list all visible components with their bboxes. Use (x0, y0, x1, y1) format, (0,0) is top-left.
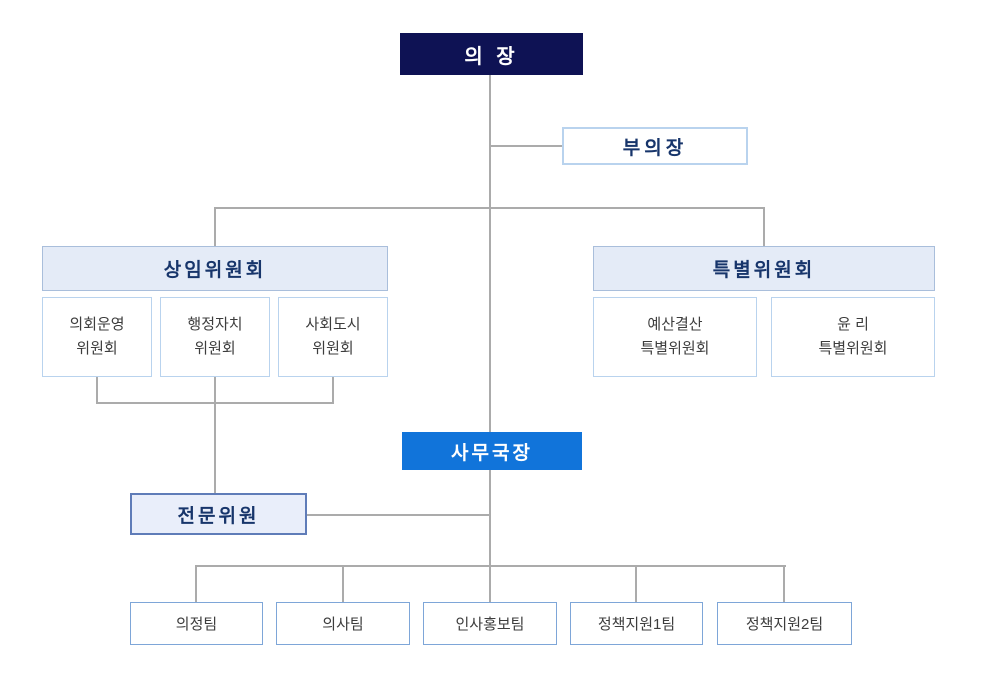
connector-team5-stub (783, 565, 785, 602)
node-team-hr-pr: 인사홍보팀 (423, 602, 557, 645)
node-label-line1: 윤 리 (837, 316, 869, 333)
node-standing-committee: 상임위원회 (42, 246, 388, 291)
connector-sub1-stub (96, 377, 98, 404)
node-secretary-general: 사무국장 (402, 432, 582, 470)
node-team-proceedings: 의사팀 (276, 602, 410, 645)
node-standing-sub-administration: 행정자치 위원회 (160, 297, 270, 377)
node-chairman: 의 장 (400, 33, 583, 75)
node-special-sub-ethics: 윤 리 특별위원회 (771, 297, 935, 377)
node-team-policy-support-2: 정책지원2팀 (717, 602, 852, 645)
connector-sub2-drop (214, 377, 216, 493)
connector-standing-drop (214, 207, 216, 246)
node-label-line1: 의회운영 (69, 316, 125, 333)
connector-vice-chairman (489, 145, 562, 147)
node-team-policy-support-1: 정책지원1팀 (570, 602, 703, 645)
node-label-line1: 사회도시 (305, 316, 361, 333)
node-label-line2: 위원회 (76, 340, 118, 357)
connector-main-vertical (489, 75, 491, 566)
connector-team2-stub (342, 565, 344, 602)
node-special-committee: 특별위원회 (593, 246, 935, 291)
node-label-line1: 예산결산 (647, 316, 703, 333)
connector-team4-stub (635, 565, 637, 602)
node-expert-advisor: 전문위원 (130, 493, 307, 535)
node-label-line2: 특별위원회 (640, 340, 710, 357)
node-standing-sub-social-urban: 사회도시 위원회 (278, 297, 388, 377)
connector-team3-stub (489, 565, 491, 602)
node-label-line2: 특별위원회 (818, 340, 888, 357)
node-label-line1: 행정자치 (187, 316, 243, 333)
connector-sub3-stub (332, 377, 334, 404)
node-standing-sub-assembly-operation: 의회운영 위원회 (42, 297, 152, 377)
connector-team1-stub (195, 565, 197, 602)
connector-branch-horizontal (215, 207, 765, 209)
node-vice-chairman: 부의장 (562, 127, 748, 165)
node-label-line2: 위원회 (194, 340, 236, 357)
connector-expert-horizontal (307, 514, 490, 516)
node-special-sub-budget: 예산결산 특별위원회 (593, 297, 757, 377)
connector-special-drop (763, 207, 765, 246)
connector-sub-bus (96, 402, 334, 404)
node-label-line2: 위원회 (312, 340, 354, 357)
node-team-council-affairs: 의정팀 (130, 602, 263, 645)
